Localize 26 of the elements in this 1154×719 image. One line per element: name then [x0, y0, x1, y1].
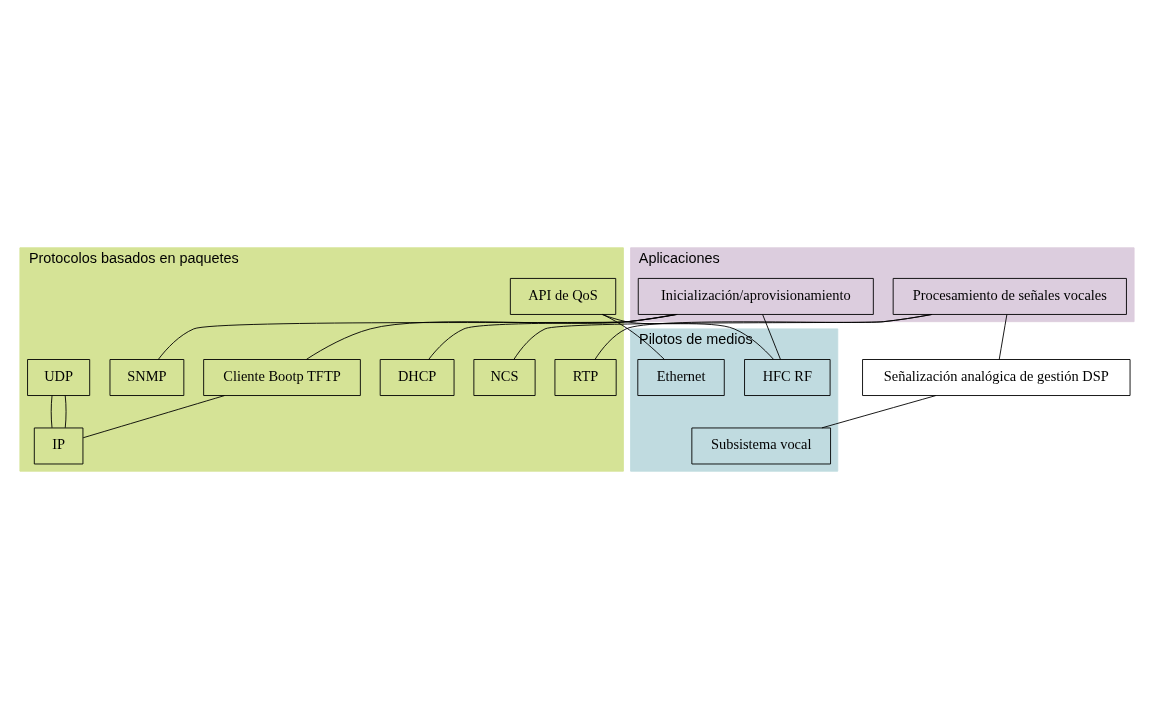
connector: [306, 314, 677, 360]
connector: [601, 314, 774, 360]
connector: [602, 314, 665, 360]
node-box: RTP: [554, 359, 617, 396]
node-box: API de QoS: [509, 278, 617, 315]
node-box: SNMP: [109, 359, 185, 396]
node-box: UDP: [27, 359, 91, 396]
connector: [821, 395, 937, 429]
node-box: Cliente Bootp TFTP: [203, 359, 361, 396]
node-box: DHCP: [379, 359, 455, 396]
connector: [513, 314, 933, 360]
node-box: Inicialización/aprovisionamiento: [637, 278, 874, 315]
connector: [64, 395, 67, 429]
connector: [762, 314, 781, 360]
node-box: Procesamiento de señales vocales: [892, 278, 1127, 315]
connector: [157, 314, 678, 360]
node-box: Subsistema vocal: [691, 427, 831, 465]
node-box: IP: [33, 427, 84, 465]
node-box: HFC RF: [744, 359, 831, 396]
connector: [998, 314, 1008, 360]
connector: [50, 395, 53, 429]
node-box: Ethernet: [637, 359, 725, 396]
connector: [82, 395, 225, 439]
node-box: NCS: [473, 359, 536, 396]
node-box: Señalización analógica de gestión DSP: [862, 359, 1131, 396]
connector: [428, 314, 676, 360]
